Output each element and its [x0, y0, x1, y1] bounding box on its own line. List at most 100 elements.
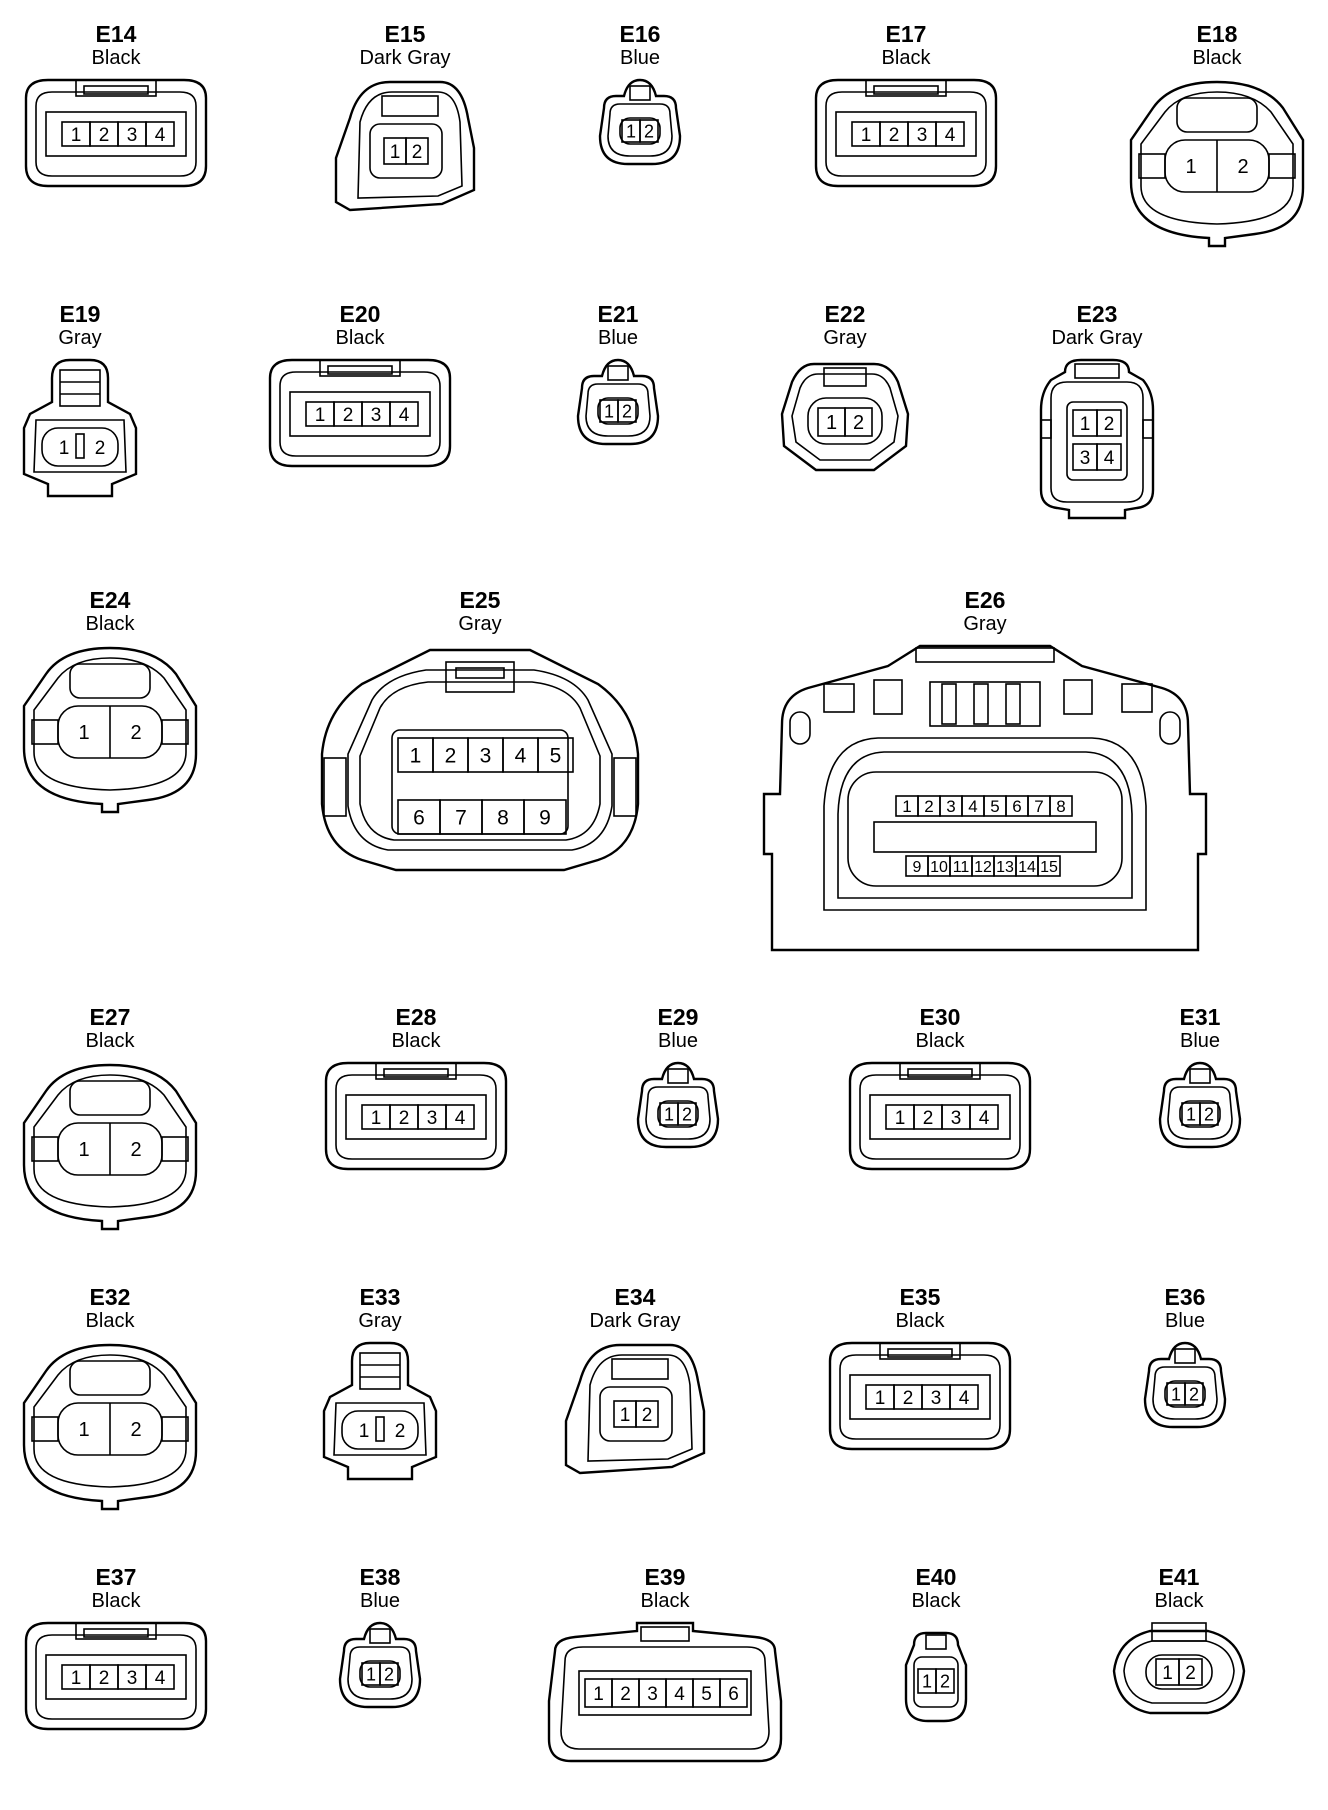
pin-number: 2	[399, 1108, 410, 1129]
connector-code: E21	[597, 301, 639, 327]
connector-color: Dark Gray	[589, 1310, 681, 1332]
pin-cell	[635, 1400, 659, 1428]
pin-number: 4	[945, 125, 956, 146]
pin-cell	[1096, 409, 1122, 437]
pin-number: 1	[626, 121, 636, 141]
pin-number: 2	[853, 412, 864, 434]
pin-number: 1	[78, 722, 89, 744]
pin-number: 3	[427, 1108, 438, 1129]
connector-color: Black	[895, 1310, 945, 1332]
pin-number: 2	[620, 1684, 631, 1705]
pin-number: 1	[78, 1419, 89, 1441]
pin-number: 4	[455, 1108, 466, 1129]
pin-number: 2	[395, 1421, 406, 1442]
connector-color: Gray	[823, 327, 867, 349]
pin-cell	[949, 1384, 979, 1410]
connector-code: E34	[614, 1284, 656, 1310]
pin-cell	[1049, 795, 1073, 817]
pin-number: 1	[78, 1139, 89, 1161]
pin-number: 2	[1237, 156, 1248, 178]
pin-number: 3	[127, 1668, 138, 1689]
connector-code: E20	[339, 301, 381, 327]
pin-number: 2	[130, 722, 141, 744]
pin-number: 1	[895, 1108, 906, 1129]
connector-color: Black	[91, 1590, 141, 1612]
pin-number: 7	[455, 807, 467, 830]
connector-color: Black	[85, 1030, 135, 1052]
connector-code: E27	[89, 1004, 131, 1030]
pin-number: 1	[902, 797, 911, 816]
pin-number: 3	[647, 1684, 658, 1705]
pin-number: 4	[399, 405, 410, 426]
pin-number: 7	[1034, 797, 1043, 816]
pin-number: 2	[924, 797, 933, 816]
connector-code: E40	[915, 1564, 957, 1590]
pin-number: 3	[946, 797, 955, 816]
connector-code: E35	[899, 1284, 941, 1310]
pin-number: 3	[480, 745, 492, 768]
pin-number: 3	[371, 405, 382, 426]
connector-color: Dark Gray	[359, 47, 451, 69]
pin-number: 2	[412, 142, 423, 163]
connector-code: E36	[1164, 1284, 1206, 1310]
pin-number: 2	[1185, 1663, 1196, 1684]
connector-code: E37	[95, 1564, 137, 1590]
pin-number: 1	[1171, 1384, 1181, 1404]
connector-color: Blue	[597, 327, 639, 349]
pin-number: 6	[413, 807, 425, 830]
connector-color: Blue	[1164, 1310, 1206, 1332]
pin-number: 3	[917, 125, 928, 146]
connector-code: E33	[359, 1284, 401, 1310]
connector-code: E15	[384, 21, 426, 47]
connector-code: E31	[1179, 1004, 1221, 1030]
pin-number: 2	[622, 401, 632, 421]
pin-number: 14	[1018, 859, 1036, 876]
pin-number: 12	[974, 859, 992, 876]
pin-number: 2	[644, 121, 654, 141]
pin-cell	[537, 737, 574, 773]
connector-color: Blue	[619, 47, 661, 69]
connector-color: Black	[91, 47, 141, 69]
pin-number: 4	[155, 1668, 166, 1689]
pin-cell	[1199, 1102, 1219, 1126]
connector-code: E17	[885, 21, 927, 47]
pin-cell	[1178, 1658, 1203, 1686]
connector-color: Blue	[359, 1590, 401, 1612]
pin-number: 1	[861, 125, 872, 146]
connector-code: E18	[1196, 21, 1238, 47]
connector-color: Black	[640, 1590, 690, 1612]
pin-number: 2	[923, 1108, 934, 1129]
pin-number: 1	[371, 1108, 382, 1129]
connector-color: Black	[1192, 47, 1242, 69]
pin-number: 3	[951, 1108, 962, 1129]
pin-number: 1	[664, 1104, 674, 1124]
pin-number: 1	[604, 401, 614, 421]
pin-number: 1	[1080, 414, 1091, 435]
pin-number: 3	[1080, 448, 1091, 469]
pin-number: 1	[71, 1668, 82, 1689]
pin-cell	[1096, 443, 1122, 471]
connector-color: Blue	[657, 1030, 699, 1052]
pin-number: 2	[1204, 1104, 1214, 1124]
pin-number: 4	[959, 1388, 970, 1409]
